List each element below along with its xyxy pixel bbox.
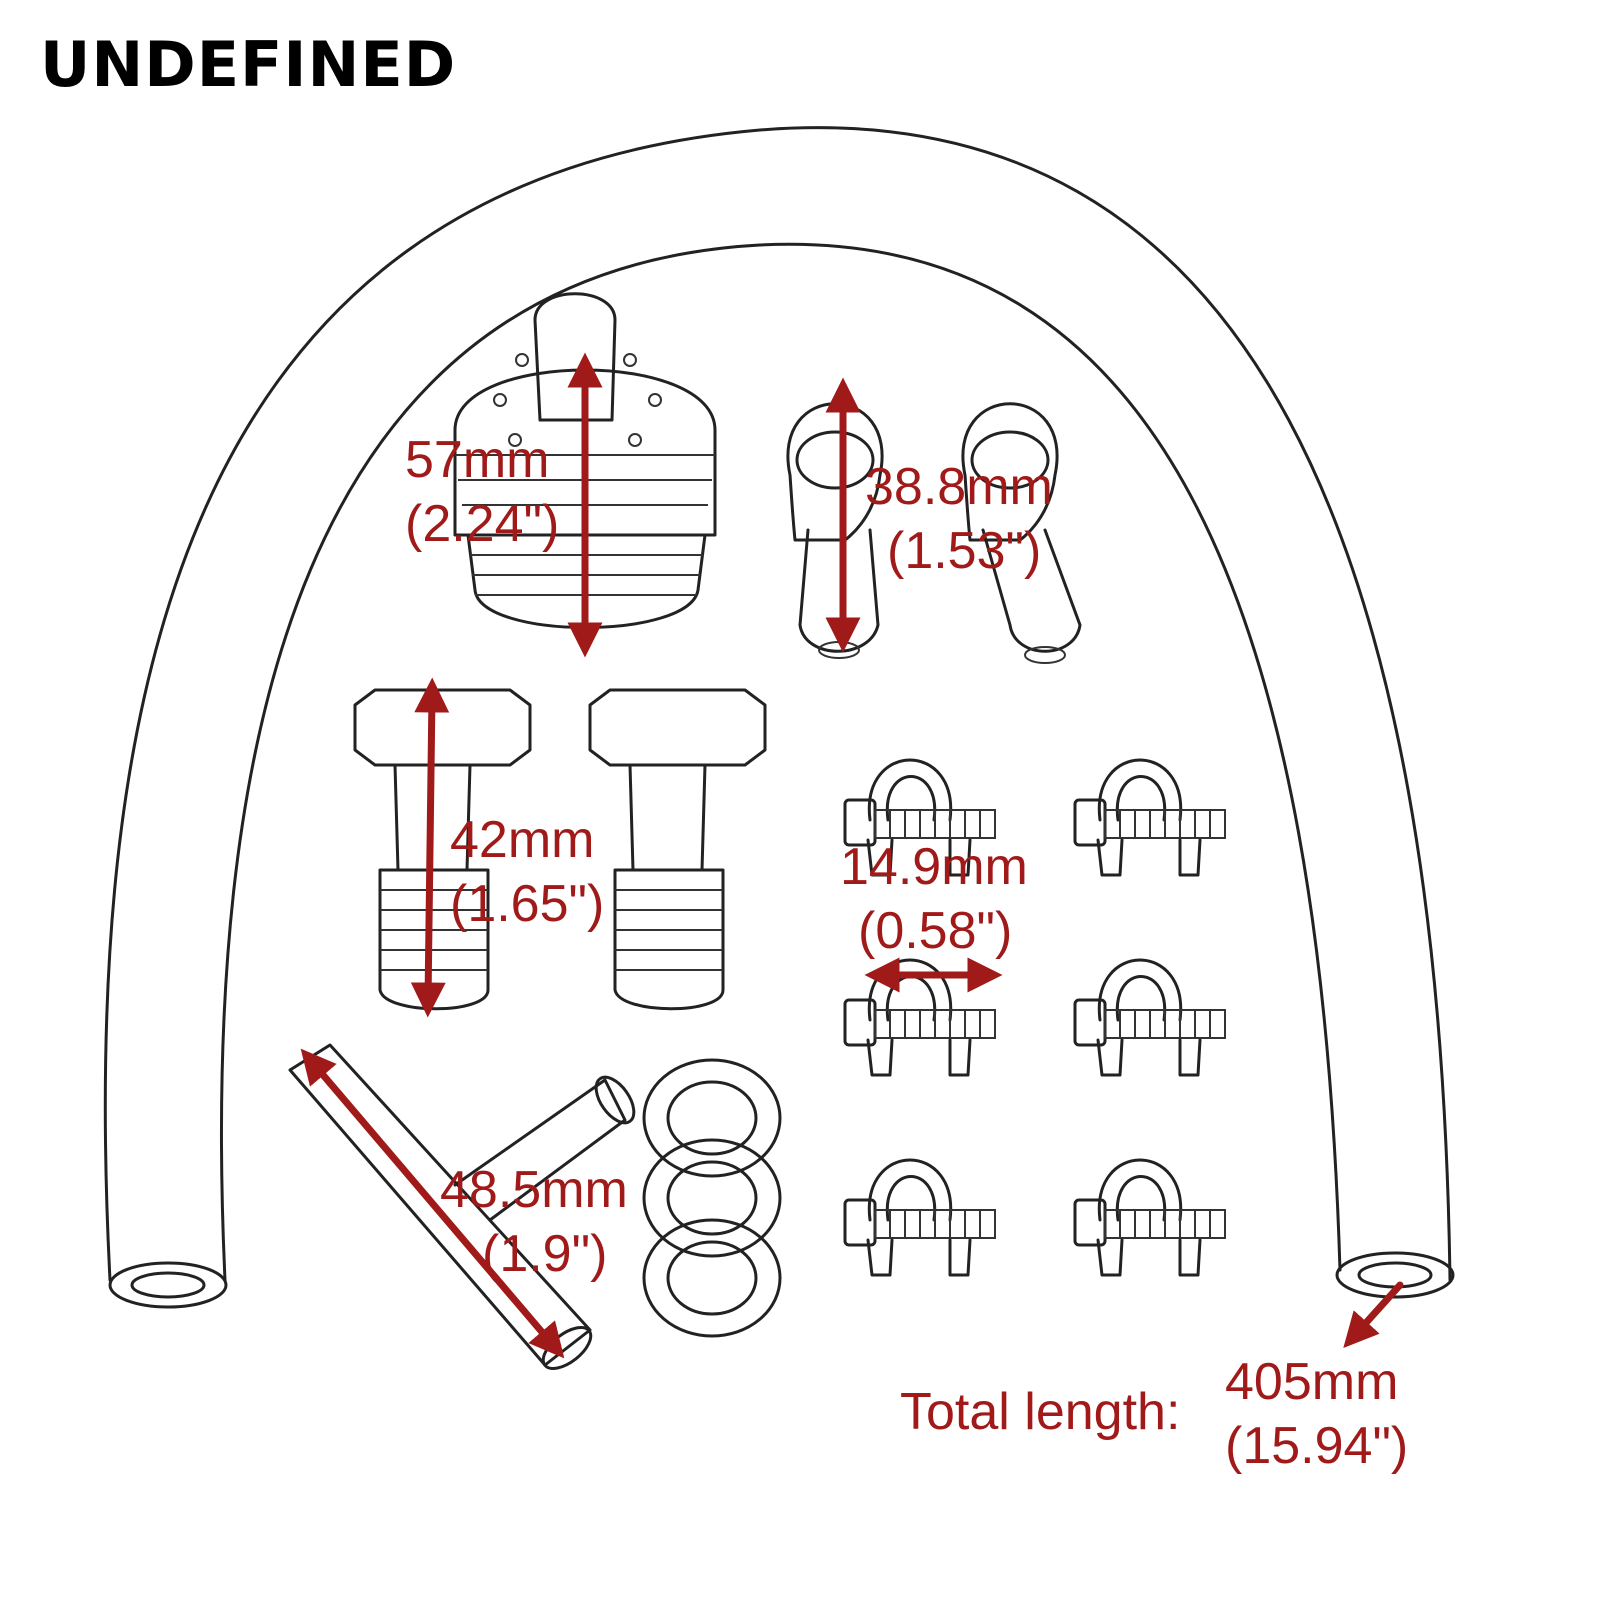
- tee-inch: (1.9"): [482, 1225, 608, 1283]
- clamp-mm: 14.9mm: [840, 838, 1028, 896]
- bolt-dimension-arrow: [410, 677, 450, 1018]
- fuel-hose: [103, 126, 1455, 1309]
- clamp-dimension-label: 14.9mm (0.58"): [840, 835, 1028, 963]
- tee-dimension-label: 48.5mm (1.9"): [440, 1158, 628, 1286]
- tee-mm: 48.5mm: [440, 1161, 628, 1219]
- filter-inch: (2.24"): [405, 495, 560, 553]
- bolt-dimension-label: 42mm (1.65"): [450, 808, 604, 936]
- banjo-fitting-2: [961, 402, 1082, 664]
- bolt-inch: (1.65"): [450, 875, 605, 933]
- banjo-inch: (1.53"): [887, 522, 1042, 580]
- banjo-mm: 38.8mm: [865, 458, 1053, 516]
- clamp-inch: (0.58"): [858, 902, 1013, 960]
- tee-dimension-arrow: [300, 1048, 565, 1359]
- hose-mm: 405mm: [1225, 1353, 1399, 1411]
- bolt-mm: 42mm: [450, 811, 595, 869]
- hose-length-title: Total length:: [900, 1383, 1181, 1441]
- crush-washers: [642, 1058, 782, 1338]
- hose-dimension-label: 405mm (15.94"): [1225, 1350, 1408, 1478]
- banjo-bolt-2: [588, 688, 767, 1011]
- hose-inch: (15.94"): [1225, 1417, 1409, 1475]
- filter-dimension-label: 57mm (2.24"): [405, 428, 559, 556]
- brand-logo: UNDEFINED: [40, 28, 457, 101]
- filter-mm: 57mm: [405, 431, 550, 489]
- banjo-dimension-label: 38.8mm (1.53"): [865, 455, 1053, 583]
- hose-pointer-arrow: [1343, 1281, 1404, 1349]
